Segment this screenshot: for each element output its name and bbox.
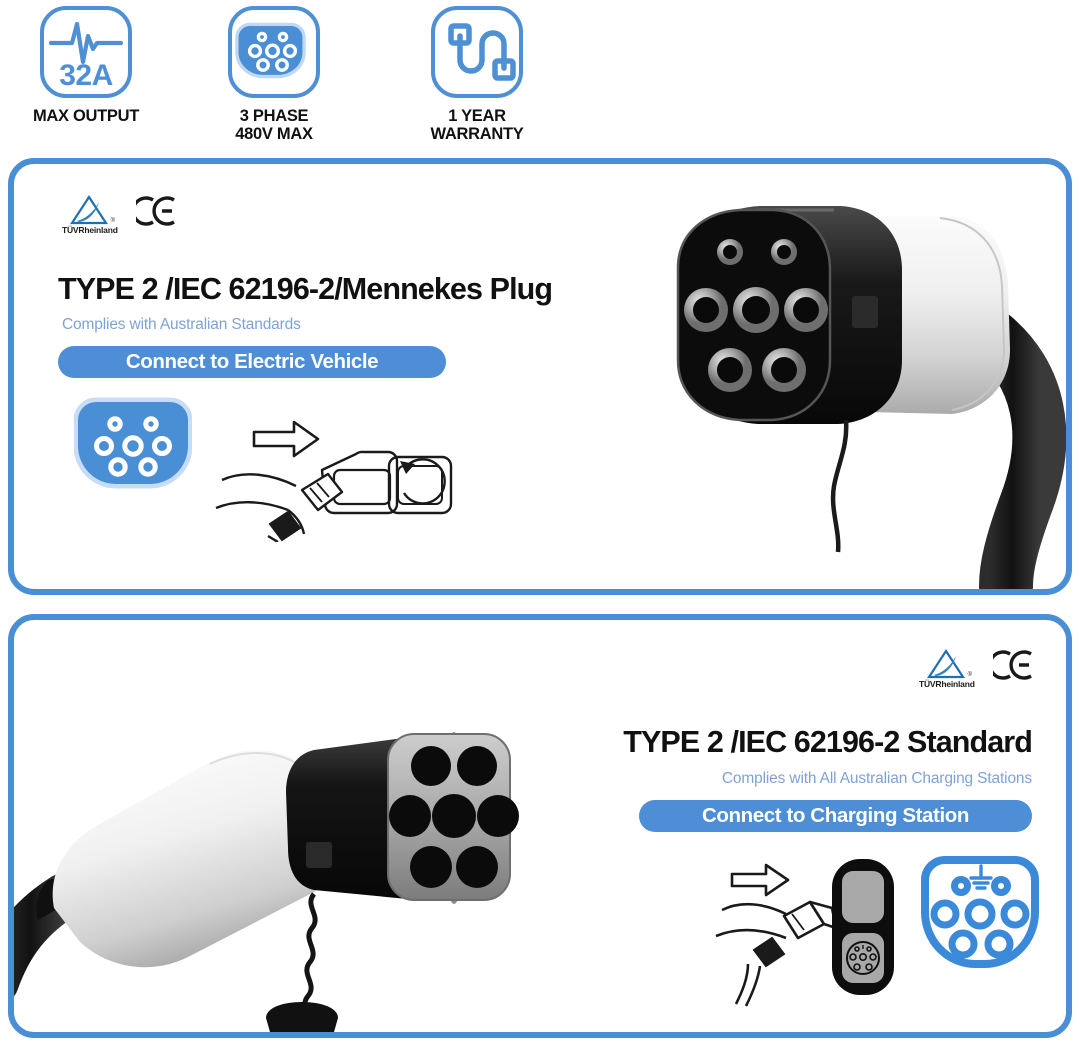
- feature-label: 3 PHASE 480V MAX: [235, 107, 313, 144]
- feature-label: 1 YEAR WARRANTY: [430, 107, 524, 144]
- tuv-wordmark: TÜVRheinland: [919, 679, 975, 689]
- feature-max-output: 32A MAX OUTPUT: [22, 6, 150, 125]
- tuv-rheinland-logo: TÜVRheinland ®: [919, 648, 975, 689]
- amperage-value: 32A: [59, 59, 113, 92]
- ce-glyph: [988, 650, 1032, 680]
- station-socket-glyph: [846, 941, 880, 975]
- feature-warranty: 1 YEAR WARRANTY: [412, 6, 542, 144]
- panel-subtitle: Complies with All Australian Charging St…: [721, 770, 1032, 787]
- tuv-triangle-icon: [69, 194, 109, 225]
- arrow-right-icon: [730, 863, 790, 897]
- feature-three-phase: 3 PHASE 480V MAX: [210, 6, 338, 144]
- connector-glyph: [235, 22, 306, 79]
- certification-row: TÜVRheinland ®: [62, 194, 178, 235]
- connect-to-charging-station-badge[interactable]: Connect to Charging Station: [639, 800, 1032, 832]
- ce-glyph: [131, 196, 175, 226]
- page-title: TYPE 2 /IEC 62196-2 Standard: [623, 725, 1033, 759]
- earth-ground-icon: [969, 864, 993, 890]
- ev-plug-panel: TÜVRheinland ® TYPE 2 /IEC 62196-2/Menne…: [8, 158, 1072, 595]
- feature-strip: 32A MAX OUTPUT 3 PHASE 480V MAX: [0, 0, 1080, 150]
- connect-to-ev-badge[interactable]: Connect to Electric Vehicle: [58, 346, 446, 378]
- type2-socket-filled-icon: [73, 396, 193, 495]
- plug-photo-render: [14, 732, 519, 1032]
- socket-glyph: [73, 397, 193, 489]
- hand-inserting-plug-into-charging-station-diagram: [715, 863, 838, 1007]
- charging-cable-icon: [431, 6, 523, 98]
- type2-connector-filled-icon: [228, 6, 320, 98]
- cable-glyph: [448, 23, 516, 81]
- charging-station-pillar-icon: [832, 859, 894, 995]
- plug-photo-render: [676, 206, 1066, 589]
- tuv-wordmark: TÜVRheinland: [62, 225, 118, 235]
- certification-row: TÜVRheinland ®: [919, 648, 1035, 689]
- type2-socket-outline-icon: [921, 856, 1039, 968]
- ce-mark-icon: [988, 650, 1035, 685]
- charging-station-panel: TÜVRheinland ® TYPE 2 /IEC 62196-2 Stand…: [8, 614, 1072, 1038]
- registered-mark: ®: [110, 218, 115, 224]
- type2-plug-front-photo: [634, 174, 1066, 589]
- tuv-rheinland-logo: TÜVRheinland ®: [62, 194, 118, 235]
- ce-mark-icon: [131, 196, 178, 231]
- registered-mark: ®: [967, 672, 972, 678]
- type2-plug-side-photo: [14, 730, 574, 1032]
- arrow-right-icon: [252, 420, 320, 458]
- feature-label: MAX OUTPUT: [32, 107, 140, 125]
- waveform-32a-icon: 32A: [40, 6, 132, 98]
- insert-plug-diagram: [215, 420, 453, 542]
- page-title: TYPE 2 /IEC 62196-2/Mennekes Plug: [58, 272, 553, 306]
- tuv-triangle-icon: [926, 648, 966, 679]
- panel-subtitle: Complies with Australian Standards: [62, 316, 301, 333]
- waveform-icon: [49, 21, 123, 65]
